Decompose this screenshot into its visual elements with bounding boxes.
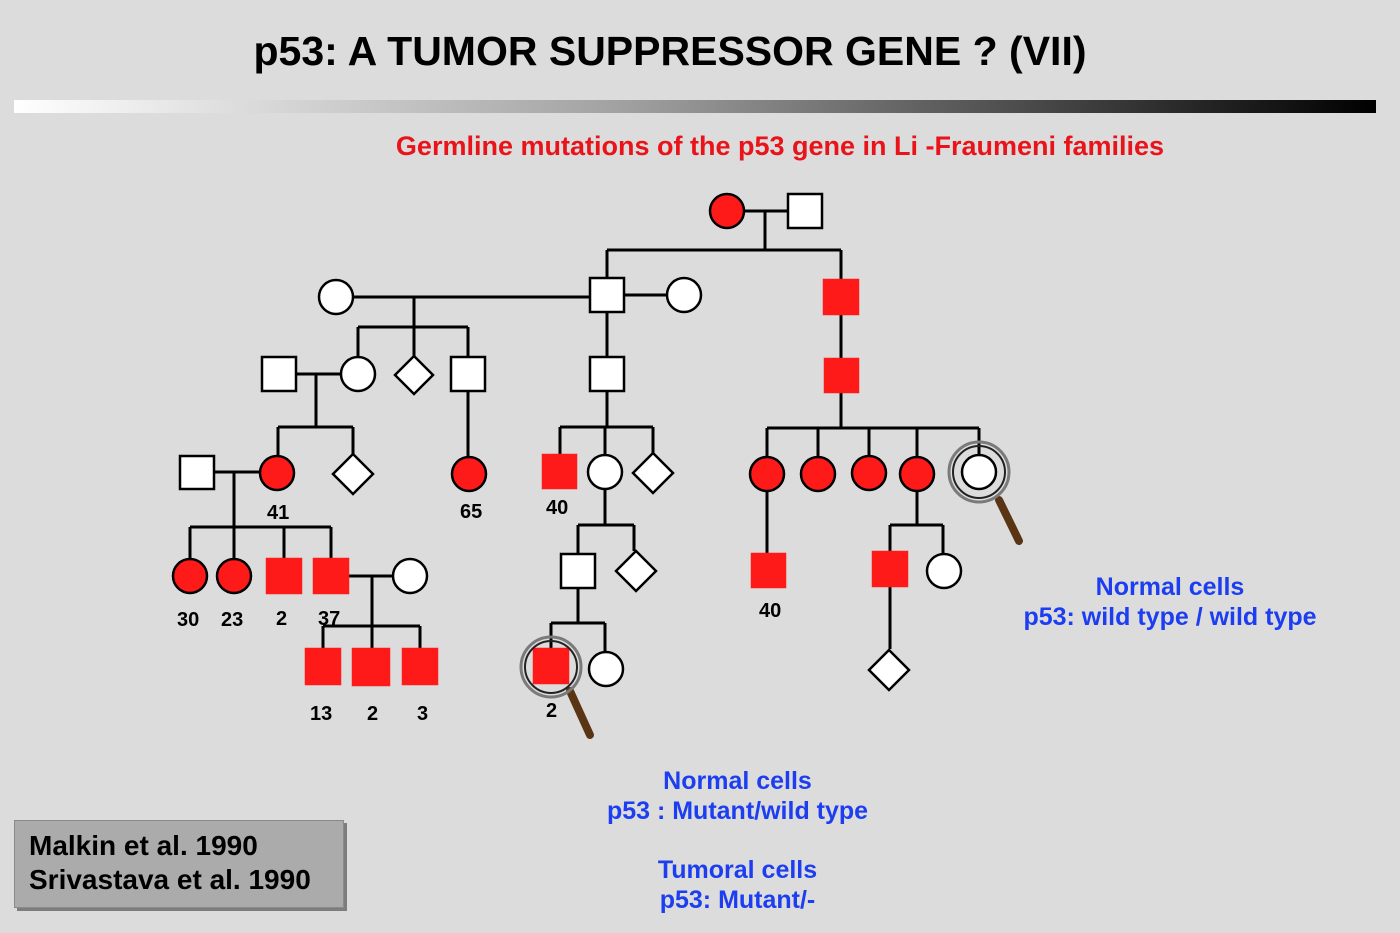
affected-male (823, 357, 860, 394)
unaffected-female (665, 276, 703, 314)
bottom-note-line: p53: Mutant/- (659, 886, 816, 914)
affected-female (215, 557, 253, 595)
affected-female (258, 454, 296, 492)
affected-male (265, 557, 303, 595)
unaffected-male (178, 454, 216, 491)
note-spacer (560, 826, 915, 855)
pedigree-lines (188, 209, 981, 652)
age-label: 37 (318, 608, 340, 630)
right-note-line: p53: wild type / wild type (1023, 603, 1317, 631)
affected-female (850, 454, 888, 492)
right-note: Normal cells p53: wild type / wild type (990, 572, 1350, 632)
affected-male (822, 278, 860, 316)
affected-female (708, 192, 746, 230)
unaffected-female (317, 278, 355, 316)
age-label: 40 (546, 497, 568, 519)
affected-male (532, 647, 570, 685)
unaffected-female (925, 552, 963, 590)
diagram-subtitle: Germline mutations of the p53 gene in Li… (395, 131, 1165, 161)
reference-line: Srivastava et al. 1990 (29, 864, 311, 895)
age-label: 30 (177, 609, 199, 631)
age-label: 23 (221, 609, 243, 631)
unaffected-male (559, 552, 597, 590)
affected-male (312, 557, 350, 595)
unaffected-female (391, 557, 429, 595)
affected-male (750, 552, 787, 589)
references-box: Malkin et al. 1990 Srivastava et al. 199… (14, 820, 344, 908)
affected-female (748, 455, 786, 493)
affected-female (898, 455, 936, 493)
affected-male (401, 647, 439, 686)
slide-title: p53: A TUMOR SUPPRESSOR GENE ? (VII) (253, 28, 1087, 74)
bottom-note-line: p53 : Mutant/wild type (606, 797, 869, 825)
magnifier-icon (947, 440, 1023, 545)
unaffected-female (960, 453, 998, 491)
affected-male (541, 453, 578, 490)
unaffected-male (588, 276, 626, 314)
affected-male (871, 550, 909, 588)
unaffected-female (587, 650, 625, 688)
bottom-note-line: Tumoral cells (657, 856, 818, 884)
age-labels: 41 65 40 40 30 23 2 37 13 2 3 2 (177, 497, 781, 725)
unknown-sex-diamond (331, 452, 375, 496)
reference-line: Malkin et al. 1990 (29, 830, 258, 861)
unknown-sex-diamond (631, 451, 675, 495)
age-label: 65 (460, 501, 482, 523)
age-label: 13 (310, 703, 332, 725)
pedigree-symbols (171, 192, 998, 692)
age-label: 41 (267, 502, 289, 524)
affected-female (799, 455, 837, 493)
age-label: 2 (546, 700, 557, 722)
bottom-note-line: Normal cells (663, 767, 812, 795)
magnifier-icon (519, 635, 594, 739)
affected-male (304, 647, 342, 686)
age-label: 3 (417, 703, 428, 725)
unaffected-male (260, 355, 298, 393)
unknown-sex-diamond (393, 354, 435, 396)
unknown-sex-diamond (614, 549, 658, 593)
affected-female (171, 557, 209, 595)
unaffected-female (339, 355, 377, 393)
age-label: 2 (276, 608, 287, 630)
title-gradient-rule (14, 100, 1376, 113)
bottom-note: Normal cells p53 : Mutant/wild type Tumo… (560, 766, 915, 915)
affected-female (450, 455, 488, 493)
unaffected-male (449, 355, 487, 393)
unknown-sex-diamond (867, 648, 911, 692)
unaffected-male (588, 355, 626, 393)
unaffected-female (586, 453, 624, 491)
affected-male (351, 647, 391, 687)
right-note-line: Normal cells (1095, 573, 1245, 601)
age-label: 40 (759, 600, 781, 622)
unaffected-male (786, 192, 824, 230)
age-label: 2 (367, 703, 378, 725)
